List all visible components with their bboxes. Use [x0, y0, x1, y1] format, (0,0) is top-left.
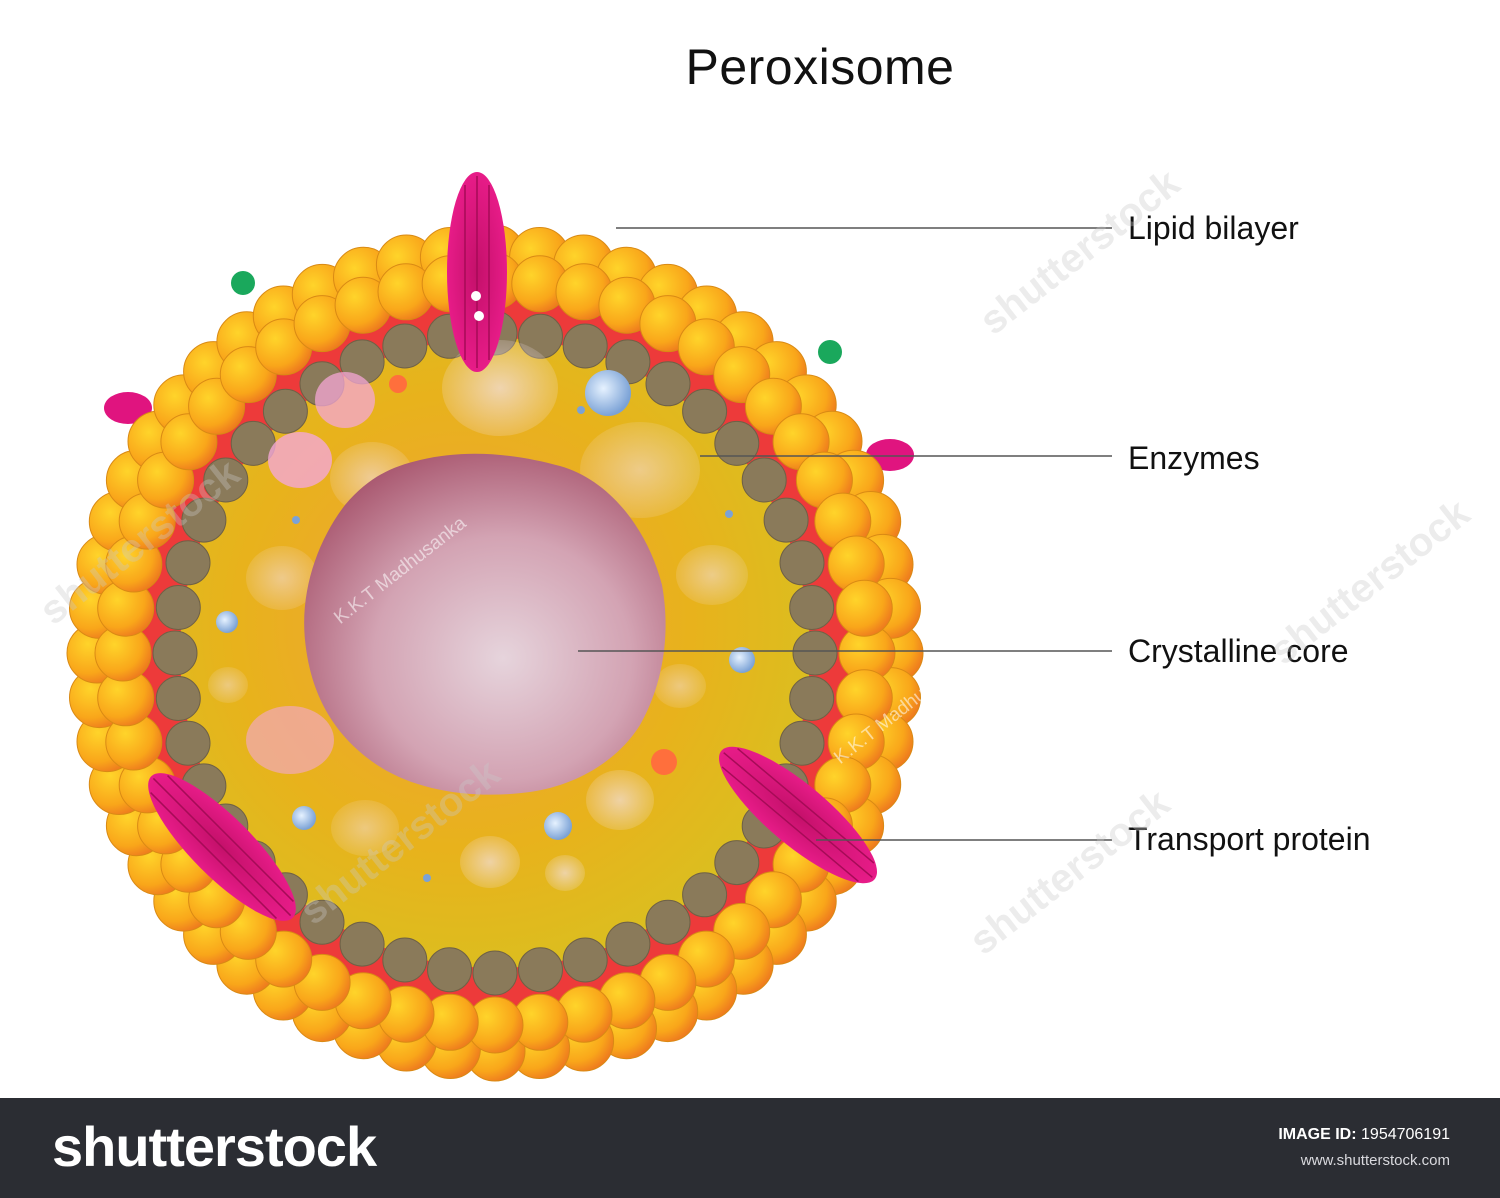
lipid-heads-outer: [66, 224, 924, 1082]
inner-lipid-head: [789, 676, 835, 721]
inner-lipid-head: [203, 457, 249, 503]
site-url: www.shutterstock.com: [1300, 1152, 1450, 1169]
transport-protein-right: [719, 746, 877, 884]
transport-protein-left: [148, 773, 296, 921]
leader-lines: [578, 227, 1112, 841]
inner-lipid-head: [562, 323, 608, 369]
footer-bar: shutterstock IMAGE ID: 1954706191 www.sh…: [0, 1098, 1500, 1198]
inner-lipid-head: [518, 947, 563, 993]
lipid-head: [835, 579, 893, 637]
image-id-label: IMAGE ID:: [1278, 1126, 1357, 1143]
inner-lipid-head: [165, 540, 211, 586]
enzyme-blobs: [208, 340, 748, 891]
peroxisome-diagram: [66, 172, 1112, 1082]
inner-lipid-head: [165, 720, 211, 766]
inner-lipid-head: [605, 921, 651, 967]
inner-lipid-head: [382, 937, 428, 983]
inner-lipid-head: [472, 950, 518, 996]
inner-lipid-head: [779, 720, 825, 766]
vesicle-bubbles: [216, 370, 755, 882]
inner-lipid-head: [262, 388, 308, 434]
inner-lipid-head: [779, 540, 825, 586]
label-crystalline-core: Crystalline core: [1128, 633, 1349, 669]
inner-lipid-head: [382, 323, 428, 369]
image-id: IMAGE ID: 1954706191: [1278, 1126, 1450, 1144]
inner-lipid-head: [339, 921, 385, 967]
inner-lipid-head: [645, 899, 691, 945]
transport-protein-top: [447, 172, 507, 372]
image-id-value: 1954706191: [1361, 1126, 1450, 1143]
inner-lipid-head: [682, 388, 728, 434]
label-lipid-bilayer: Lipid bilayer: [1128, 210, 1299, 246]
label-enzymes: Enzymes: [1128, 440, 1260, 476]
inner-lipid-head: [181, 497, 227, 543]
diagram-title: Peroxisome: [685, 39, 955, 95]
inner-lipid-head: [741, 457, 787, 503]
inner-lipid-head: [714, 420, 760, 466]
inner-lipid-head: [427, 947, 472, 993]
inner-lipid-head: [155, 585, 201, 630]
label-transport-protein: Transport protein: [1128, 821, 1371, 857]
inner-lipid-head: [299, 899, 345, 945]
inner-lipid-head: [763, 497, 809, 543]
inner-lipid-head: [155, 676, 201, 721]
inner-lipid-head: [682, 872, 728, 918]
inner-lipid-head: [789, 585, 835, 630]
brand-logo: shutterstock: [52, 1115, 377, 1178]
inner-lipid-head: [562, 937, 608, 983]
inner-lipid-head: [714, 840, 760, 886]
inner-lipid-head: [152, 630, 198, 676]
crystalline-core: [304, 453, 666, 795]
inner-lipid-head: [645, 361, 691, 407]
inner-lipid-head: [792, 630, 838, 676]
